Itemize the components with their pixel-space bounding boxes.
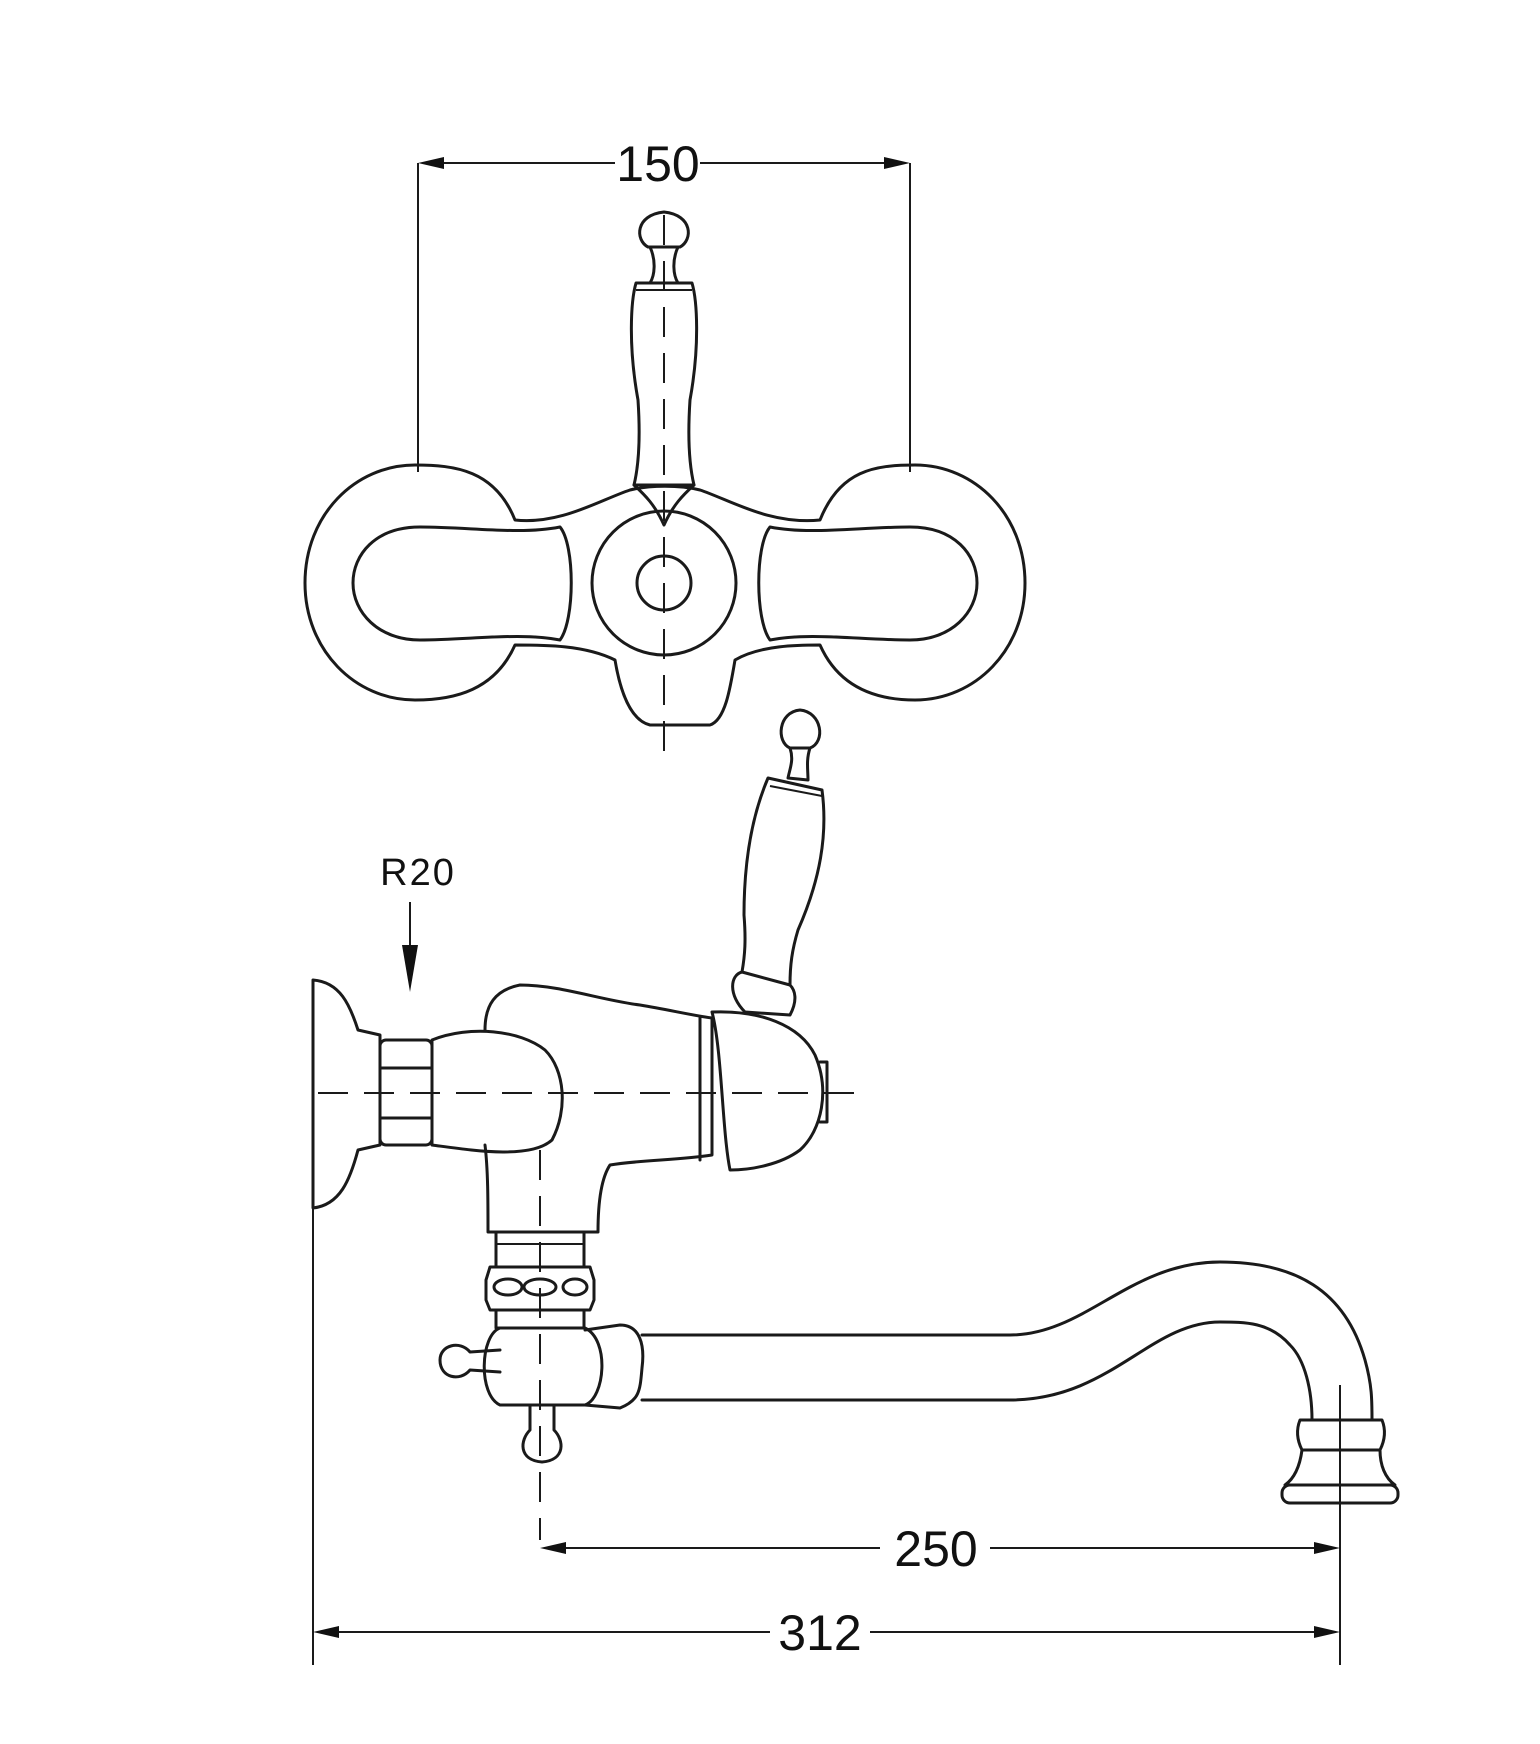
mixer-body [430, 1029, 564, 1154]
wall-escutcheon [311, 978, 382, 1210]
dimension-label-312: 312 [778, 1605, 861, 1661]
top-view: 150 [303, 136, 1027, 765]
dimension-spout-reach: 250 [540, 1521, 1340, 1577]
spout-swivel-body [482, 1326, 604, 1407]
top-handle [629, 210, 699, 527]
top-right-inner-slot [757, 525, 979, 642]
top-body-outline [303, 463, 1027, 727]
dimension-overall-depth: 312 [313, 1605, 1340, 1661]
dimension-label-150: 150 [616, 136, 699, 192]
side-lever-handle [731, 708, 826, 1017]
side-view: R20 [311, 708, 1400, 1665]
mixer-housing [483, 983, 714, 1234]
dimension-top-width: 150 [417, 136, 911, 472]
spout-collar [583, 1323, 645, 1410]
dimension-label-250: 250 [894, 1521, 977, 1577]
radius-label: R20 [380, 852, 456, 894]
top-left-inner-slot [351, 525, 573, 642]
diverter-knob-left [438, 1343, 502, 1379]
lever-cap [710, 1010, 825, 1172]
connection-callout: R20 [380, 852, 456, 992]
diverter-knob-bottom [521, 1403, 563, 1464]
spout-pipe [640, 1260, 1374, 1422]
